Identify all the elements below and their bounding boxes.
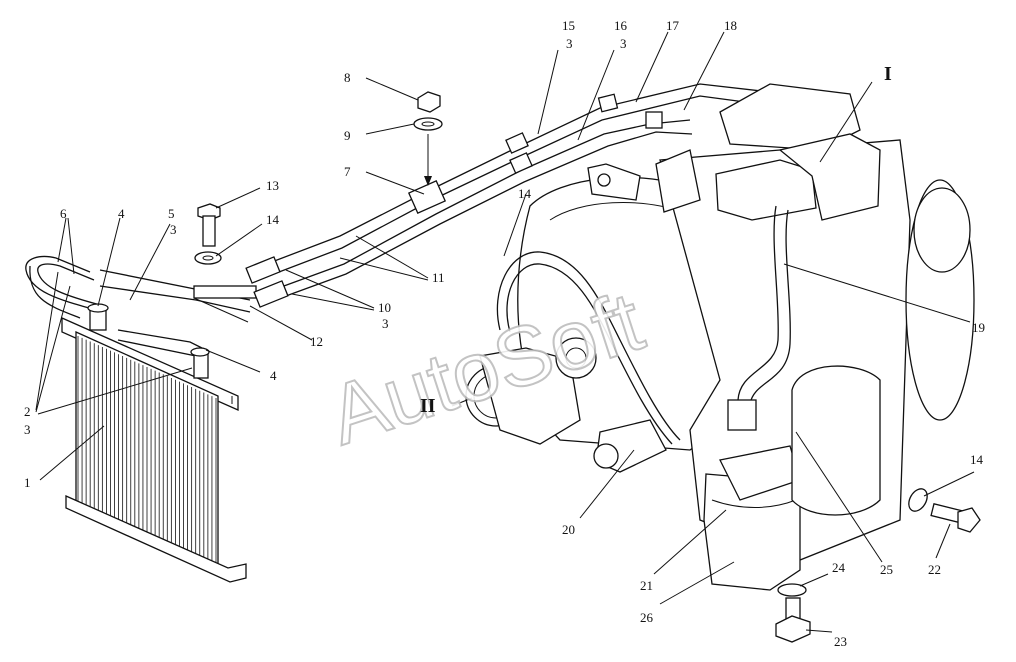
callout-23: 23 [834, 634, 847, 649]
callout-15-sub: 3 [566, 36, 573, 51]
transmission-assembly [465, 83, 981, 643]
callout-12: 12 [310, 334, 323, 349]
callout-25: 25 [880, 562, 893, 577]
callout-11: 11 [432, 270, 445, 285]
view-II-label: II [420, 395, 436, 417]
callout-10: 10 [378, 300, 391, 315]
callout-5-sub: 3 [170, 222, 177, 237]
leader-lines [35, 31, 975, 633]
callout-21: 21 [640, 578, 653, 593]
callout-22: 22 [928, 562, 941, 577]
bolt-and-washer [194, 203, 222, 265]
callout-3-cooler: 3 [24, 422, 31, 437]
callout-4-upper: 4 [118, 206, 125, 221]
callout-24: 24 [832, 560, 846, 575]
view-I-label: I [884, 63, 892, 85]
callout-14-right: 14 [970, 452, 984, 467]
callout-15: 15 [562, 18, 575, 33]
callout-10-sub: 3 [382, 316, 389, 331]
callout-1: 1 [24, 475, 31, 490]
callout-2: 2 [24, 404, 31, 419]
hydraulic-lines [245, 83, 821, 308]
callout-9: 9 [344, 128, 351, 143]
callout-5: 5 [168, 206, 175, 221]
callout-16-sub: 3 [620, 36, 627, 51]
callout-14-left: 14 [266, 212, 280, 227]
callout-17: 17 [666, 18, 680, 33]
callout-6: 6 [60, 206, 67, 221]
callout-4-lower: 4 [270, 368, 277, 383]
radiator-fins [77, 336, 217, 570]
callout-7: 7 [344, 164, 351, 179]
callout-14-middle: 14 [518, 186, 532, 201]
callout-26: 26 [640, 610, 654, 625]
callout-16: 16 [614, 18, 628, 33]
callout-19: 19 [972, 320, 985, 335]
callout-8: 8 [344, 70, 351, 85]
callout-13: 13 [266, 178, 279, 193]
oil-cooler-radiator [61, 317, 247, 583]
cooler-pipes [25, 255, 257, 379]
callout-18: 18 [724, 18, 737, 33]
callout-labels: 1 2 3 6 4 5 3 4 13 14 12 8 9 7 10 3 11 1… [24, 18, 985, 649]
callout-20: 20 [562, 522, 575, 537]
